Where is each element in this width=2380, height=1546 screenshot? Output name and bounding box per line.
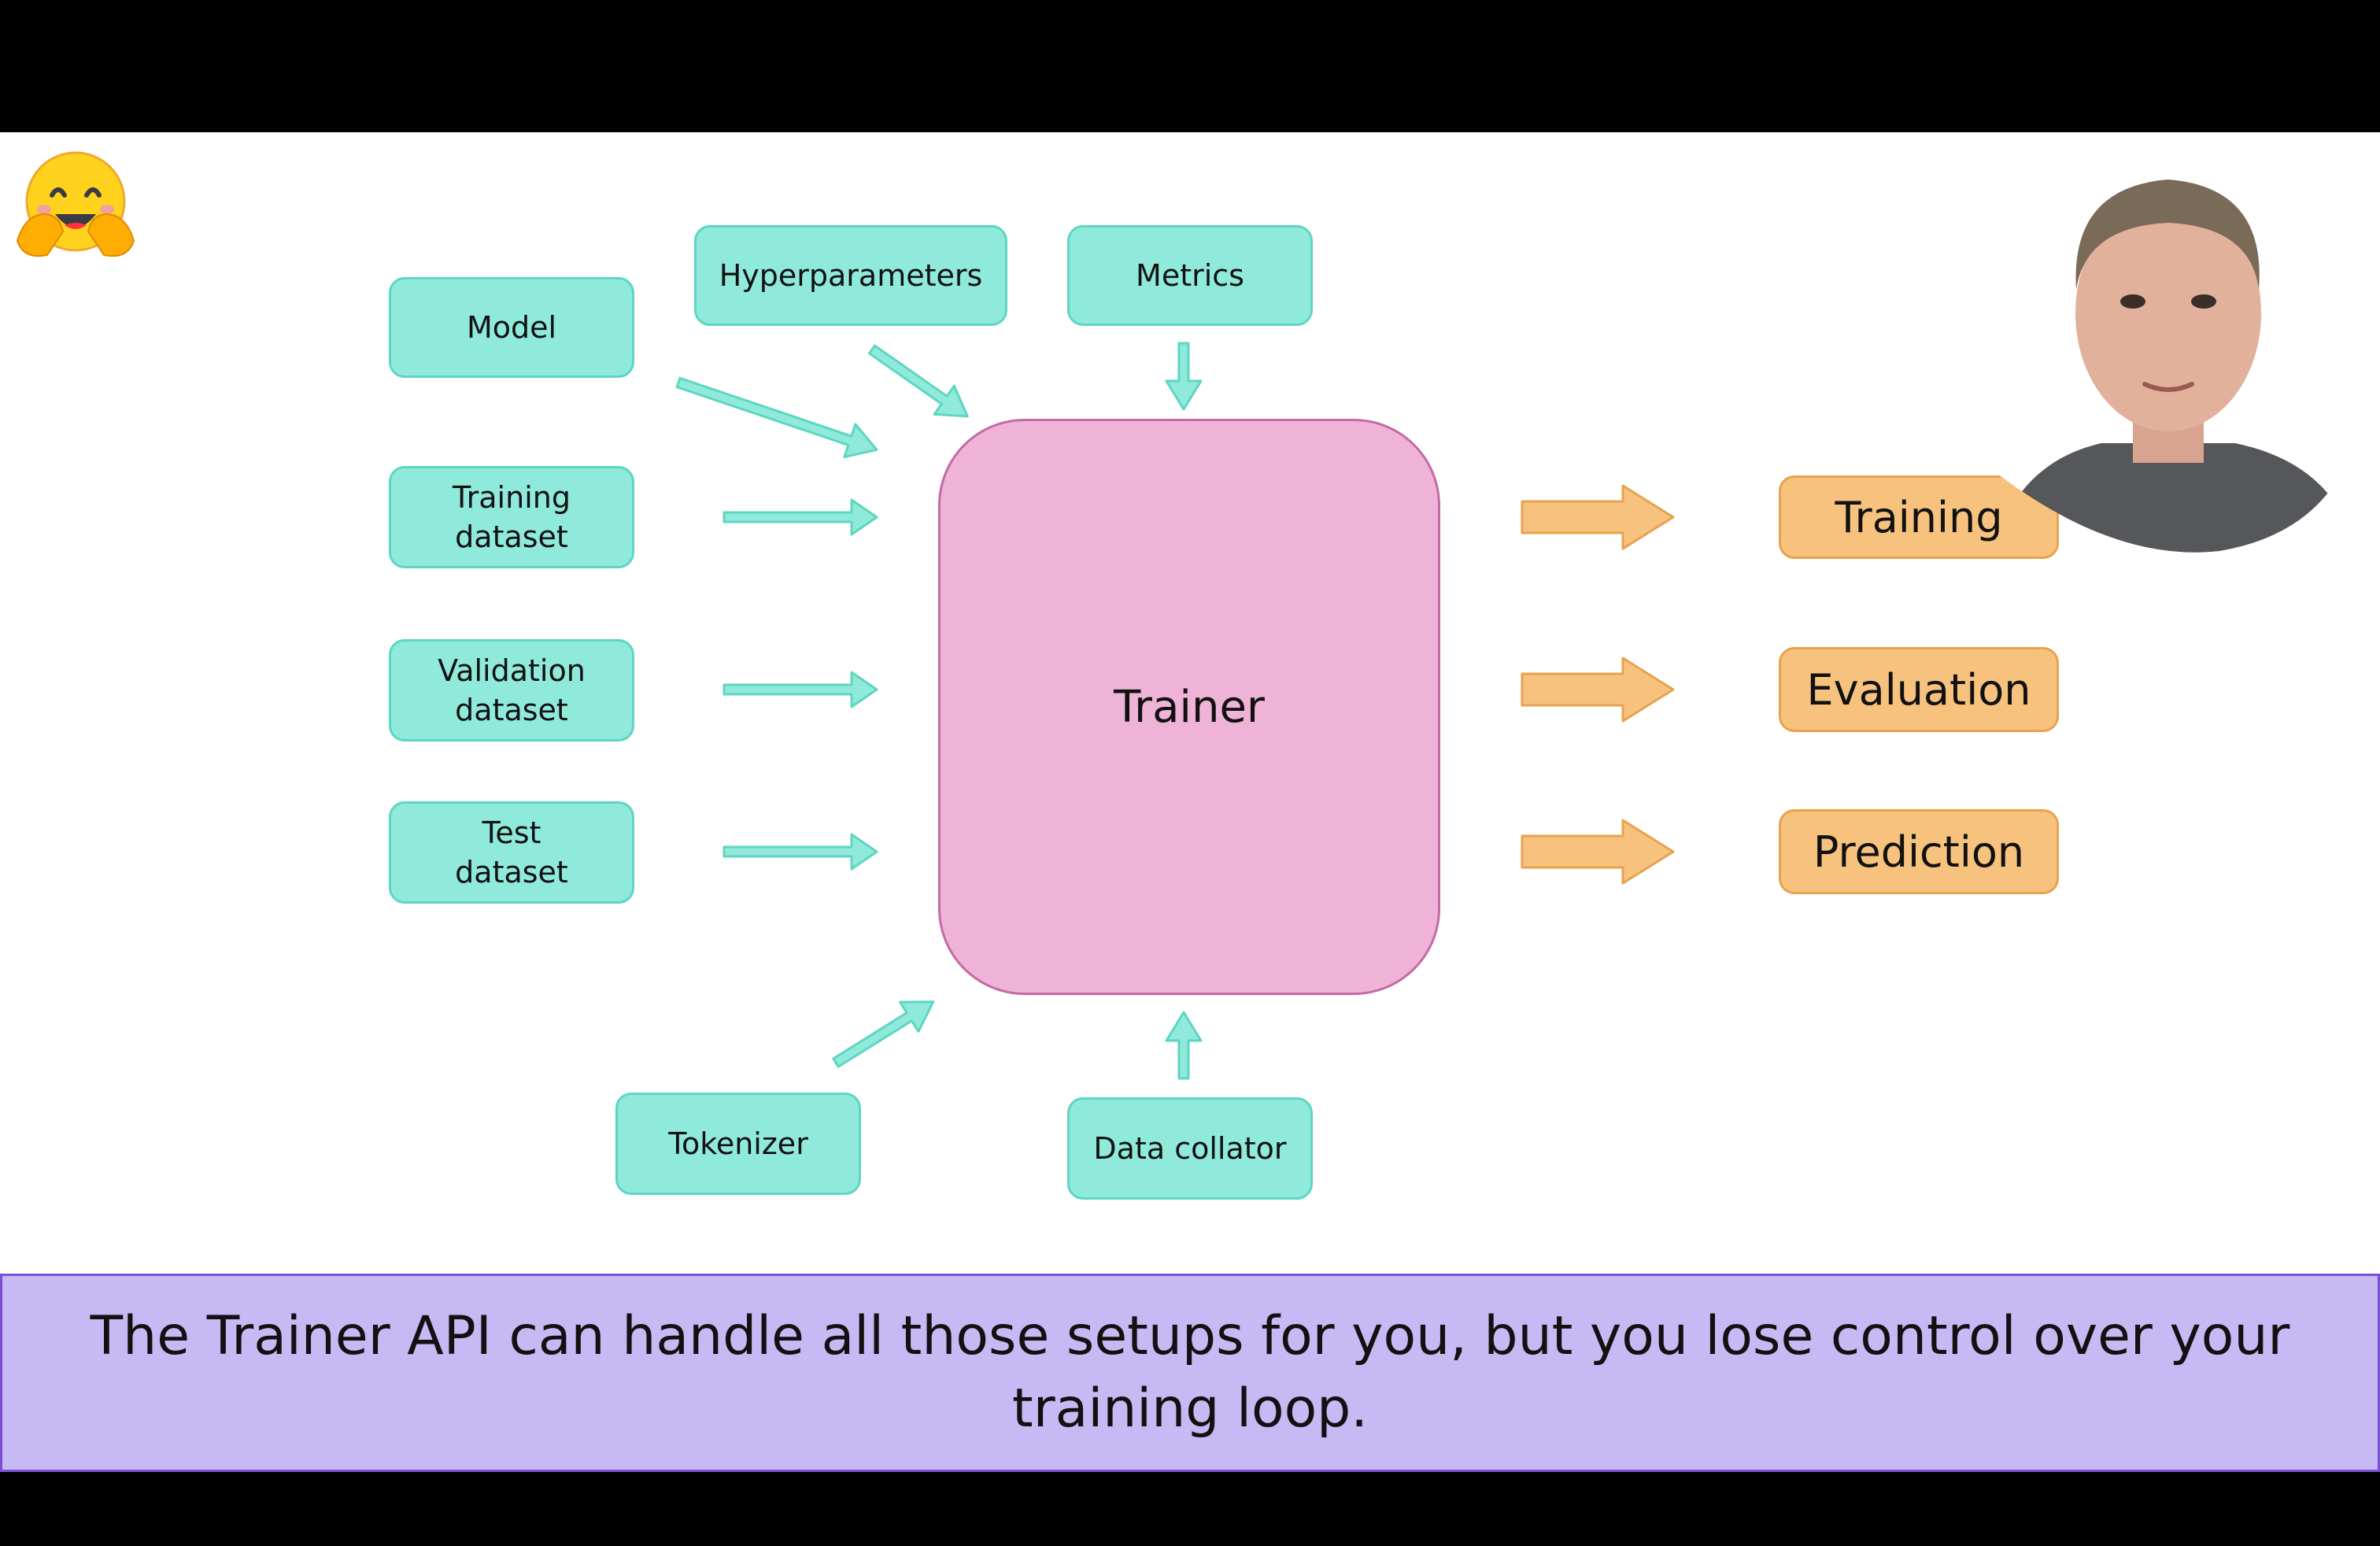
arrow-tokenizer [832,1000,935,1068]
metrics-box: Metrics [1067,225,1313,326]
training-output-label: Training [1835,492,2003,542]
model-label: Model [466,310,557,345]
arrow-training-dataset [722,498,878,536]
training-dataset-label: Training dataset [453,480,571,554]
trainer-label: Trainer [1114,681,1265,733]
arrow-model [675,376,878,459]
arrow-prediction-output [1521,819,1675,885]
arrow-data-collator [1165,1011,1203,1080]
prediction-output-box: Prediction [1779,809,2059,894]
training-dataset-box: Training dataset [389,466,634,568]
presenter-webcam [1983,132,2353,553]
metrics-label: Metrics [1136,258,1244,293]
arrow-validation-dataset [722,671,878,708]
training-output-box: Training [1779,475,2059,559]
tokenizer-label: Tokenizer [668,1126,808,1161]
hyperparameters-label: Hyperparameters [719,258,983,293]
tokenizer-box: Tokenizer [615,1093,861,1195]
arrow-hyperparameters [868,344,969,418]
validation-dataset-box: Validation dataset [389,639,634,742]
test-dataset-box: Test dataset [389,801,634,904]
caption-banner: The Trainer API can handle all those set… [0,1274,2380,1472]
trainer-box: Trainer [938,419,1440,995]
hugging-face-emoji-icon [16,151,135,257]
arrow-test-dataset [722,833,878,871]
data-collator-box: Data collator [1067,1097,1313,1200]
prediction-output-label: Prediction [1813,827,2025,877]
arrow-evaluation-output [1521,656,1675,723]
model-box: Model [389,277,634,378]
evaluation-output-label: Evaluation [1806,664,2031,715]
arrow-training-output [1521,484,1675,550]
caption-text: The Trainer API can handle all those set… [90,1305,2290,1440]
test-dataset-label: Test dataset [455,816,568,890]
arrow-metrics [1165,342,1203,411]
hyperparameters-box: Hyperparameters [694,225,1007,326]
evaluation-output-box: Evaluation [1779,647,2059,732]
validation-dataset-label: Validation dataset [438,653,586,727]
data-collator-label: Data collator [1093,1131,1287,1166]
